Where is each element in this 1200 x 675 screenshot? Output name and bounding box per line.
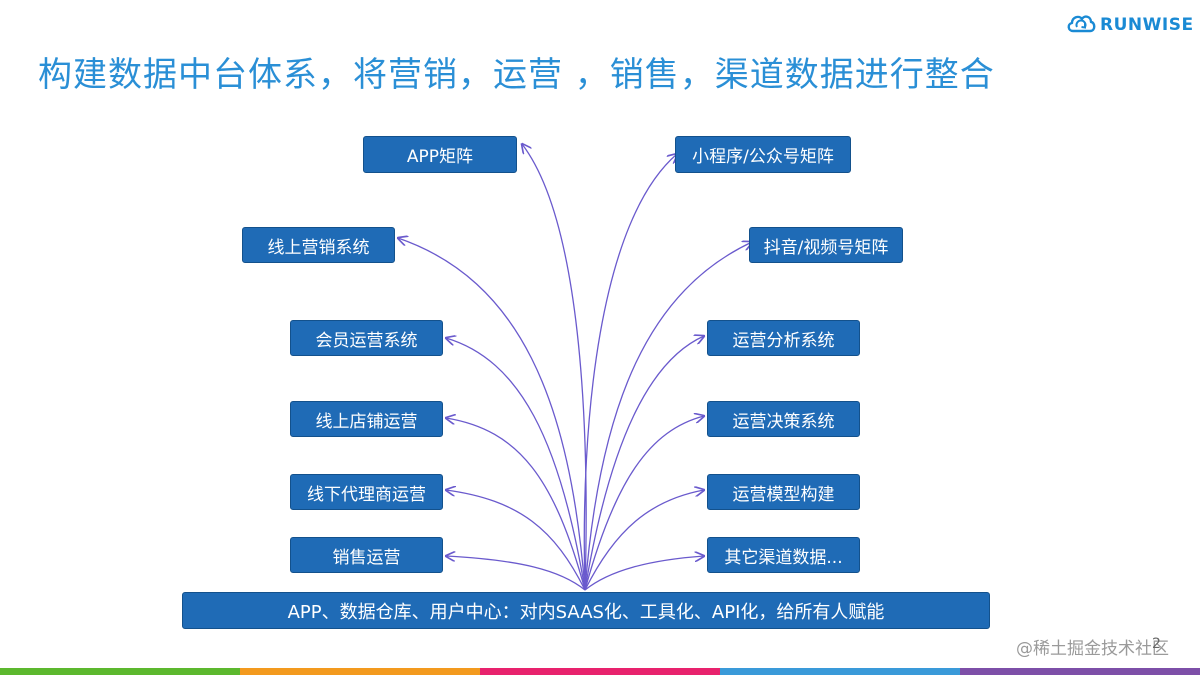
- box-douyin-matrix: 抖音/视频号矩阵: [749, 227, 903, 263]
- watermark: @稀土掘金技术社区: [1016, 639, 1169, 659]
- arrow-other-channel: [584, 556, 704, 591]
- footer-segment-orange: [240, 668, 480, 675]
- arrow-offline-agent: [446, 490, 586, 591]
- box-online-marketing: 线上营销系统: [242, 227, 395, 263]
- footer-color-bar: [0, 668, 1200, 675]
- footer-segment-green: [0, 668, 240, 675]
- logo-text: RUNWISE: [1100, 15, 1194, 35]
- box-online-store: 线上店铺运营: [290, 401, 443, 437]
- box-ops-decision: 运营决策系统: [707, 401, 860, 437]
- arrow-sales-ops: [446, 556, 586, 591]
- cloud-refresh-icon: [1066, 10, 1096, 40]
- logo: RUNWISE: [1066, 10, 1194, 40]
- page-number: 2: [1152, 636, 1161, 652]
- box-app-matrix: APP矩阵: [363, 136, 517, 173]
- box-ops-model: 运营模型构建: [707, 474, 860, 510]
- box-other-channel: 其它渠道数据...: [707, 537, 860, 573]
- box-sales-ops: 销售运营: [290, 537, 443, 573]
- base-platform-bar: APP、数据仓库、用户中心：对内SAAS化、工具化、API化，给所有人赋能: [182, 592, 990, 629]
- footer-segment-pink: [480, 668, 720, 675]
- box-miniapp-matrix: 小程序/公众号矩阵: [675, 136, 851, 173]
- box-member-ops: 会员运营系统: [290, 320, 443, 356]
- arrow-miniapp: [583, 154, 677, 591]
- arrow-app-matrix: [522, 144, 587, 591]
- box-offline-agent: 线下代理商运营: [290, 474, 443, 510]
- page-title: 构建数据中台体系，将营销，运营 ，销售，渠道数据进行整合: [38, 55, 995, 95]
- arrow-online-marketing: [398, 238, 586, 591]
- arrow-ops-analysis: [584, 336, 704, 591]
- arrow-online-store: [446, 418, 586, 591]
- arrow-ops-model: [584, 490, 704, 591]
- arrow-member-ops: [446, 338, 586, 591]
- box-ops-analysis: 运营分析系统: [707, 320, 860, 356]
- footer-segment-blue: [720, 668, 960, 675]
- footer-segment-purple: [960, 668, 1200, 675]
- arrow-ops-decision: [584, 416, 704, 591]
- arrow-douyin: [584, 242, 752, 591]
